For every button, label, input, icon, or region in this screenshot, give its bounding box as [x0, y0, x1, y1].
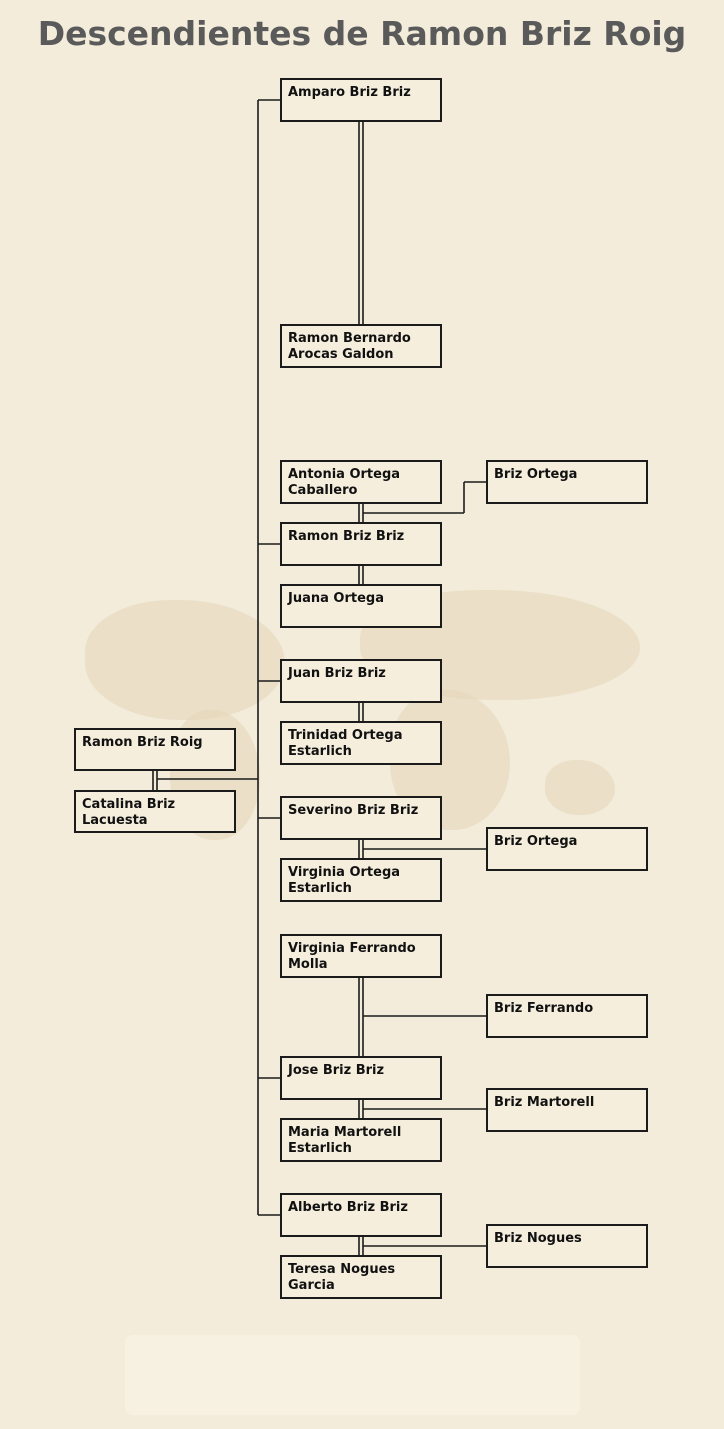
person-severino-briz-briz: Severino Briz Briz — [280, 796, 442, 840]
person-teresa-nogues-garcia: Teresa Nogues Garcia — [280, 1255, 442, 1299]
person-virginia-ortega-estarlich: Virginia Ortega Estarlich — [280, 858, 442, 902]
person-briz-ortega-1: Briz Ortega — [486, 460, 648, 504]
person-briz-ferrando: Briz Ferrando — [486, 994, 648, 1038]
person-juana-ortega: Juana Ortega — [280, 584, 442, 628]
person-catalina-briz-lacuesta: Catalina Briz Lacuesta — [74, 790, 236, 833]
person-virginia-ferrando-molla: Virginia Ferrando Molla — [280, 934, 442, 978]
person-briz-nogues: Briz Nogues — [486, 1224, 648, 1268]
person-ramon-briz-briz: Ramon Briz Briz — [280, 522, 442, 566]
person-trinidad-ortega-estarlich: Trinidad Ortega Estarlich — [280, 721, 442, 765]
person-antonia-ortega-caballero: Antonia Ortega Caballero — [280, 460, 442, 504]
person-jose-briz-briz: Jose Briz Briz — [280, 1056, 442, 1100]
map-continent-americas — [85, 600, 285, 720]
map-continent-australia — [545, 760, 615, 815]
person-juan-briz-briz: Juan Briz Briz — [280, 659, 442, 703]
page-title: Descendientes de Ramon Briz Roig — [37, 14, 687, 53]
person-ramon-briz-roig: Ramon Briz Roig — [74, 728, 236, 771]
person-alberto-briz-briz: Alberto Briz Briz — [280, 1193, 442, 1237]
person-maria-martorell-estarlich: Maria Martorell Estarlich — [280, 1118, 442, 1162]
person-briz-martorell: Briz Martorell — [486, 1088, 648, 1132]
person-ramon-bernardo-arocas-galdon: Ramon Bernardo Arocas Galdon — [280, 324, 442, 368]
footer-glow — [125, 1335, 580, 1415]
person-amparo-briz-briz: Amparo Briz Briz — [280, 78, 442, 122]
person-briz-ortega-2: Briz Ortega — [486, 827, 648, 871]
